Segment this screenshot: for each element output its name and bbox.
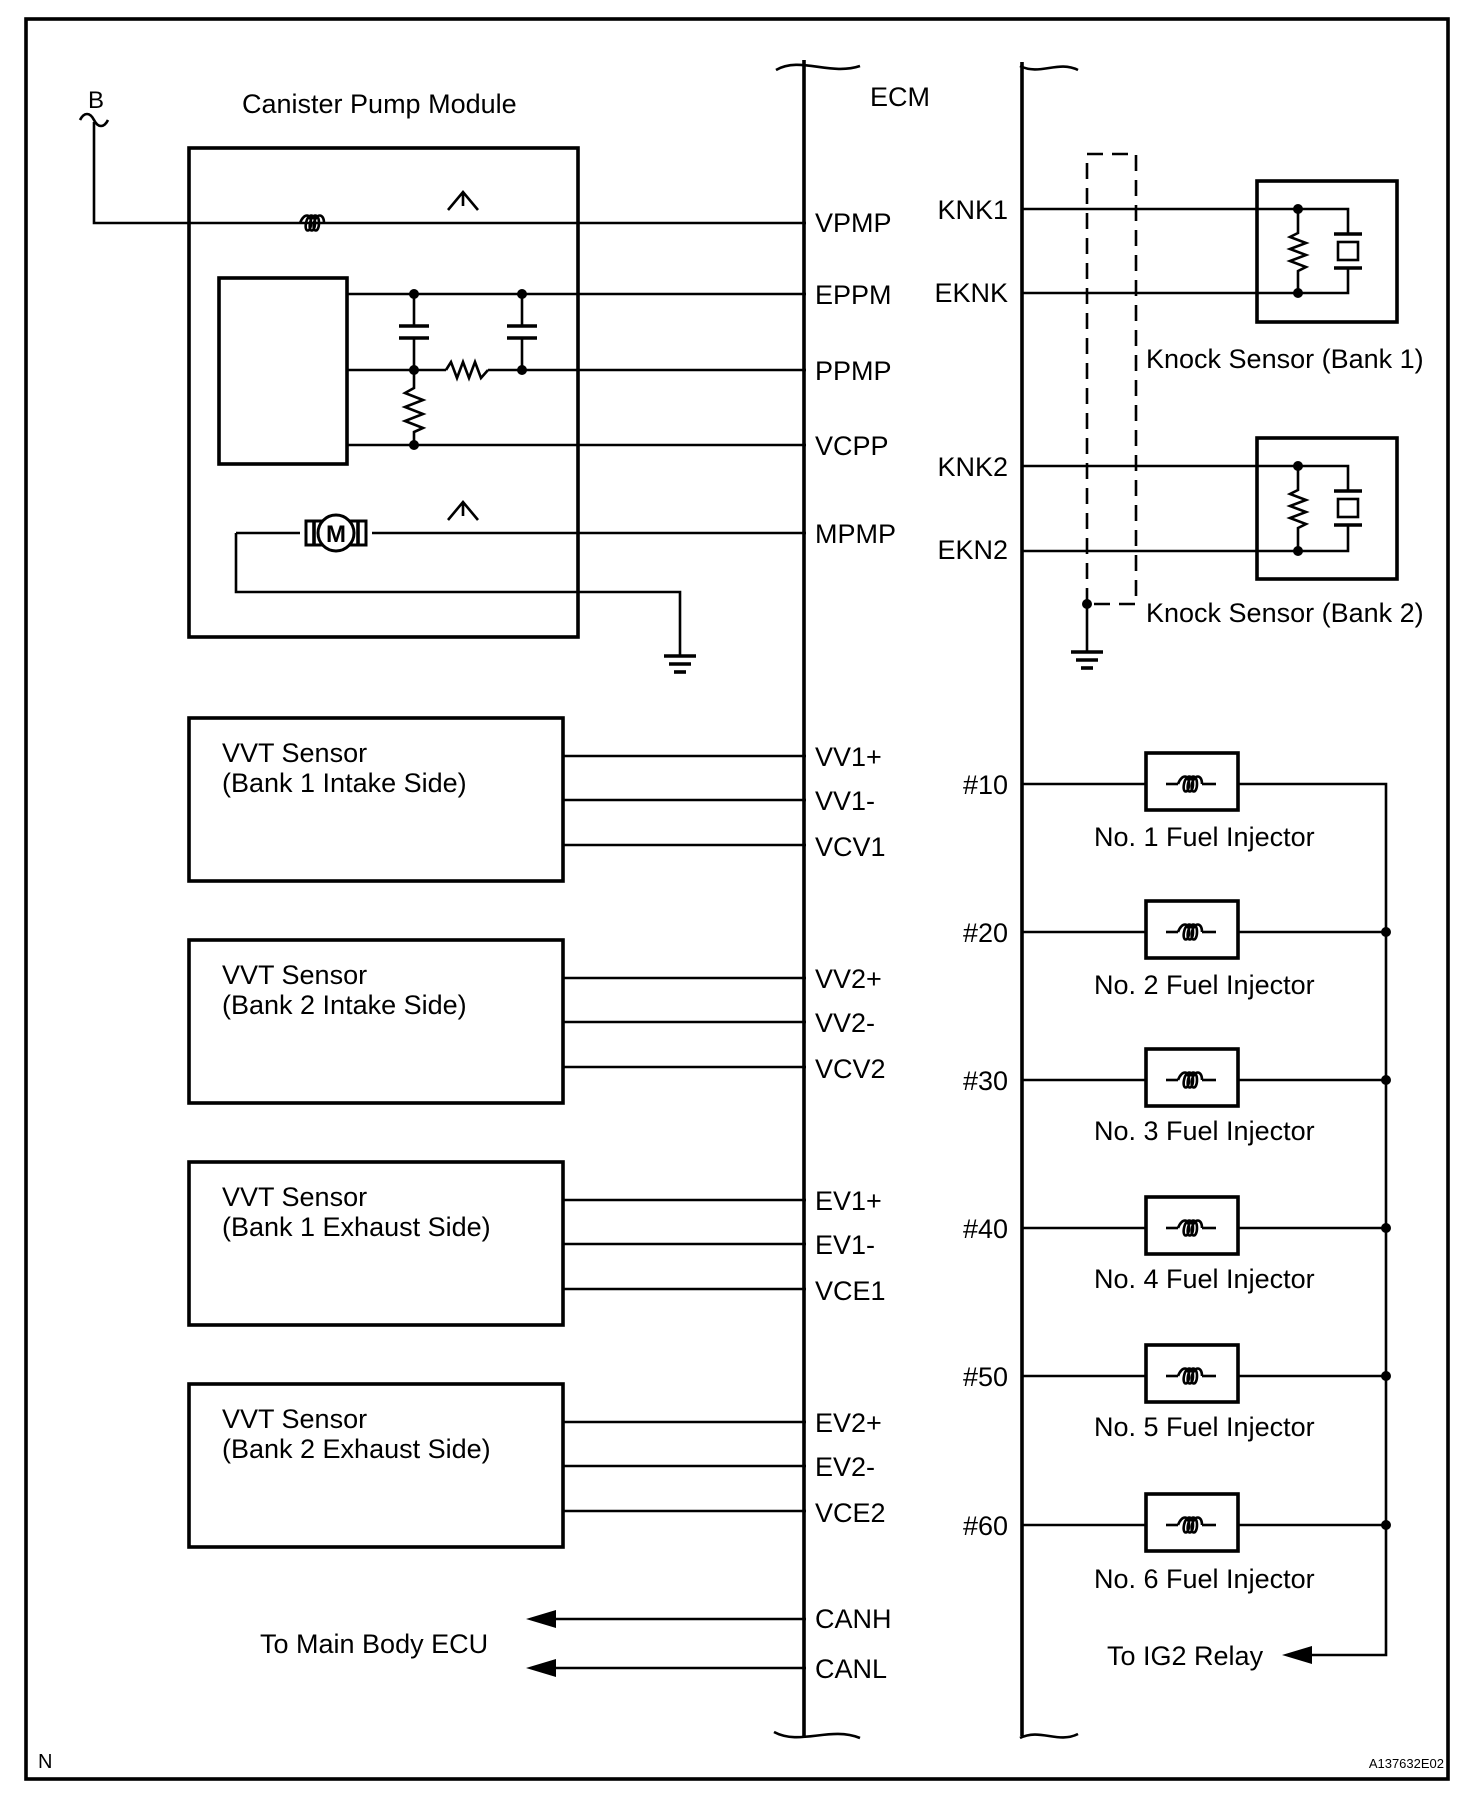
fuel-injector-4: No. 4 Fuel Injector — [1022, 1195, 1391, 1294]
to-ig2-relay-label: To IG2 Relay — [1107, 1641, 1264, 1671]
supply-tilde-icon — [78, 112, 110, 128]
fuel-injector-2-label: No. 2 Fuel Injector — [1094, 970, 1315, 1000]
vvt-sensor-bank2-exhaust: VVT Sensor (Bank 2 Exhaust Side) — [187, 1382, 806, 1549]
fuel-injector-6-label: No. 6 Fuel Injector — [1094, 1564, 1315, 1594]
corner-mark: N — [38, 1751, 52, 1773]
shield-ground-icon — [1071, 650, 1103, 670]
knock-sensor-bank1-label: Knock Sensor (Bank 1) — [1146, 344, 1424, 374]
capacitor-2-icon — [507, 294, 537, 370]
fuel-injector-6: No. 6 Fuel Injector — [1022, 1492, 1391, 1594]
vvt-sensor-1-line1: VVT Sensor — [222, 738, 367, 768]
pin-50: #50 — [963, 1362, 1008, 1392]
pin-eknk: EKNK — [934, 278, 1008, 308]
piezo-element-2-icon — [1298, 464, 1362, 553]
canister-pump-module-label: Canister Pump Module — [242, 89, 517, 119]
canh-arrow-icon — [526, 1610, 556, 1628]
pin-vv2-plus: VV2+ — [815, 964, 882, 994]
pin-vce1: VCE1 — [815, 1276, 886, 1306]
pin-10: #10 — [963, 770, 1008, 800]
knock-sensor-bank2: Knock Sensor (Bank 2) — [1022, 436, 1424, 628]
ecm-right-pins: KNK1 EKNK KNK2 EKN2 #10 #20 #30 #40 #50 … — [934, 195, 1008, 1541]
pin-eppm: EPPM — [815, 280, 892, 310]
knock-sensor-bank2-label: Knock Sensor (Bank 2) — [1146, 598, 1424, 628]
canl-arrow-icon — [526, 1659, 556, 1677]
pin-vce2: VCE2 — [815, 1498, 886, 1528]
knock-sensor-shield — [1071, 152, 1138, 670]
pin-canl: CANL — [815, 1654, 887, 1684]
vvt-sensor-4-line1: VVT Sensor — [222, 1404, 367, 1434]
pin-ppmp: PPMP — [815, 356, 892, 386]
switch-mpmp-icon — [447, 499, 479, 521]
fuel-injector-3-label: No. 3 Fuel Injector — [1094, 1116, 1315, 1146]
ecm-left-pins: VPMP EPPM PPMP VCPP MPMP VV1+ VV1- VCV1 … — [815, 208, 896, 1684]
canister-pump-module: Canister Pump Module — [92, 89, 806, 674]
pin-ev2-plus: EV2+ — [815, 1408, 882, 1438]
vvt-sensor-bank2-intake: VVT Sensor (Bank 2 Intake Side) — [187, 938, 806, 1105]
pin-vcv2: VCV2 — [815, 1054, 886, 1084]
switch-vpmp-icon — [447, 189, 479, 211]
fuel-injector-4-label: No. 4 Fuel Injector — [1094, 1264, 1315, 1294]
ground-icon — [664, 654, 696, 674]
vvt-sensor-3-line1: VVT Sensor — [222, 1182, 367, 1212]
pin-60: #60 — [963, 1511, 1008, 1541]
vvt-sensor-bank1-exhaust: VVT Sensor (Bank 1 Exhaust Side) — [187, 1160, 806, 1327]
pin-ev1-plus: EV1+ — [815, 1186, 882, 1216]
pin-vcv1: VCV1 — [815, 832, 886, 862]
pin-ev1-minus: EV1- — [815, 1230, 875, 1260]
figure-code: A137632E02 — [1369, 1756, 1444, 1771]
battery-supply-label: B — [88, 87, 104, 114]
piezo-element-1-icon — [1298, 207, 1362, 295]
pin-vv2-minus: VV2- — [815, 1008, 875, 1038]
pin-vcpp: VCPP — [815, 431, 889, 461]
fuel-injectors: To IG2 Relay No. 1 Fuel Injector No. 2 F… — [1022, 751, 1391, 1671]
pin-40: #40 — [963, 1214, 1008, 1244]
figure-border — [24, 17, 1450, 1781]
vvt-sensor-2-line1: VVT Sensor — [222, 960, 367, 990]
fuel-injector-5-label: No. 5 Fuel Injector — [1094, 1412, 1315, 1442]
pin-mpmp: MPMP — [815, 519, 896, 549]
pin-knk2: KNK2 — [937, 452, 1008, 482]
pin-vv1-plus: VV1+ — [815, 742, 882, 772]
pin-vv1-minus: VV1- — [815, 786, 875, 816]
resistor-knock2-icon — [1286, 466, 1310, 551]
vvt-sensor-bank1-intake: VVT Sensor (Bank 1 Intake Side) — [187, 716, 806, 883]
pin-knk1: KNK1 — [937, 195, 1008, 225]
pin-30: #30 — [963, 1066, 1008, 1096]
ig2-relay-arrow-icon — [1282, 1646, 1312, 1664]
resistor-knock1-icon — [1286, 209, 1310, 293]
pin-canh: CANH — [815, 1604, 892, 1634]
resistor-horizontal-icon — [444, 358, 489, 382]
resistor-vertical-icon — [401, 370, 427, 445]
fuel-injector-2: No. 2 Fuel Injector — [1022, 899, 1391, 1000]
pin-20: #20 — [963, 918, 1008, 948]
fuel-injector-5: No. 5 Fuel Injector — [1022, 1343, 1391, 1442]
motor-symbol: M — [326, 521, 346, 548]
ecm-label: ECM — [870, 82, 930, 112]
vvt-sensor-4-line2: (Bank 2 Exhaust Side) — [222, 1434, 491, 1464]
to-main-body-ecu-label: To Main Body ECU — [260, 1629, 488, 1659]
knock-sensor-bank1: Knock Sensor (Bank 1) — [1022, 179, 1424, 374]
can-bus: To Main Body ECU — [260, 1610, 806, 1677]
fuel-injector-1-label: No. 1 Fuel Injector — [1094, 822, 1315, 852]
vvt-sensor-2-line2: (Bank 2 Intake Side) — [222, 990, 467, 1020]
capacitor-1-icon — [399, 294, 429, 370]
pin-ev2-minus: EV2- — [815, 1452, 875, 1482]
fuel-injector-1: No. 1 Fuel Injector — [1022, 751, 1315, 852]
vvt-sensor-3-line2: (Bank 1 Exhaust Side) — [222, 1212, 491, 1242]
pin-ekn2: EKN2 — [937, 535, 1008, 565]
motor-icon: M — [304, 513, 368, 553]
ecm-block: ECM — [773, 60, 1079, 1740]
pin-vpmp: VPMP — [815, 208, 892, 238]
vvt-sensor-1-line2: (Bank 1 Intake Side) — [222, 768, 467, 798]
fuel-injector-3: No. 3 Fuel Injector — [1022, 1047, 1391, 1146]
